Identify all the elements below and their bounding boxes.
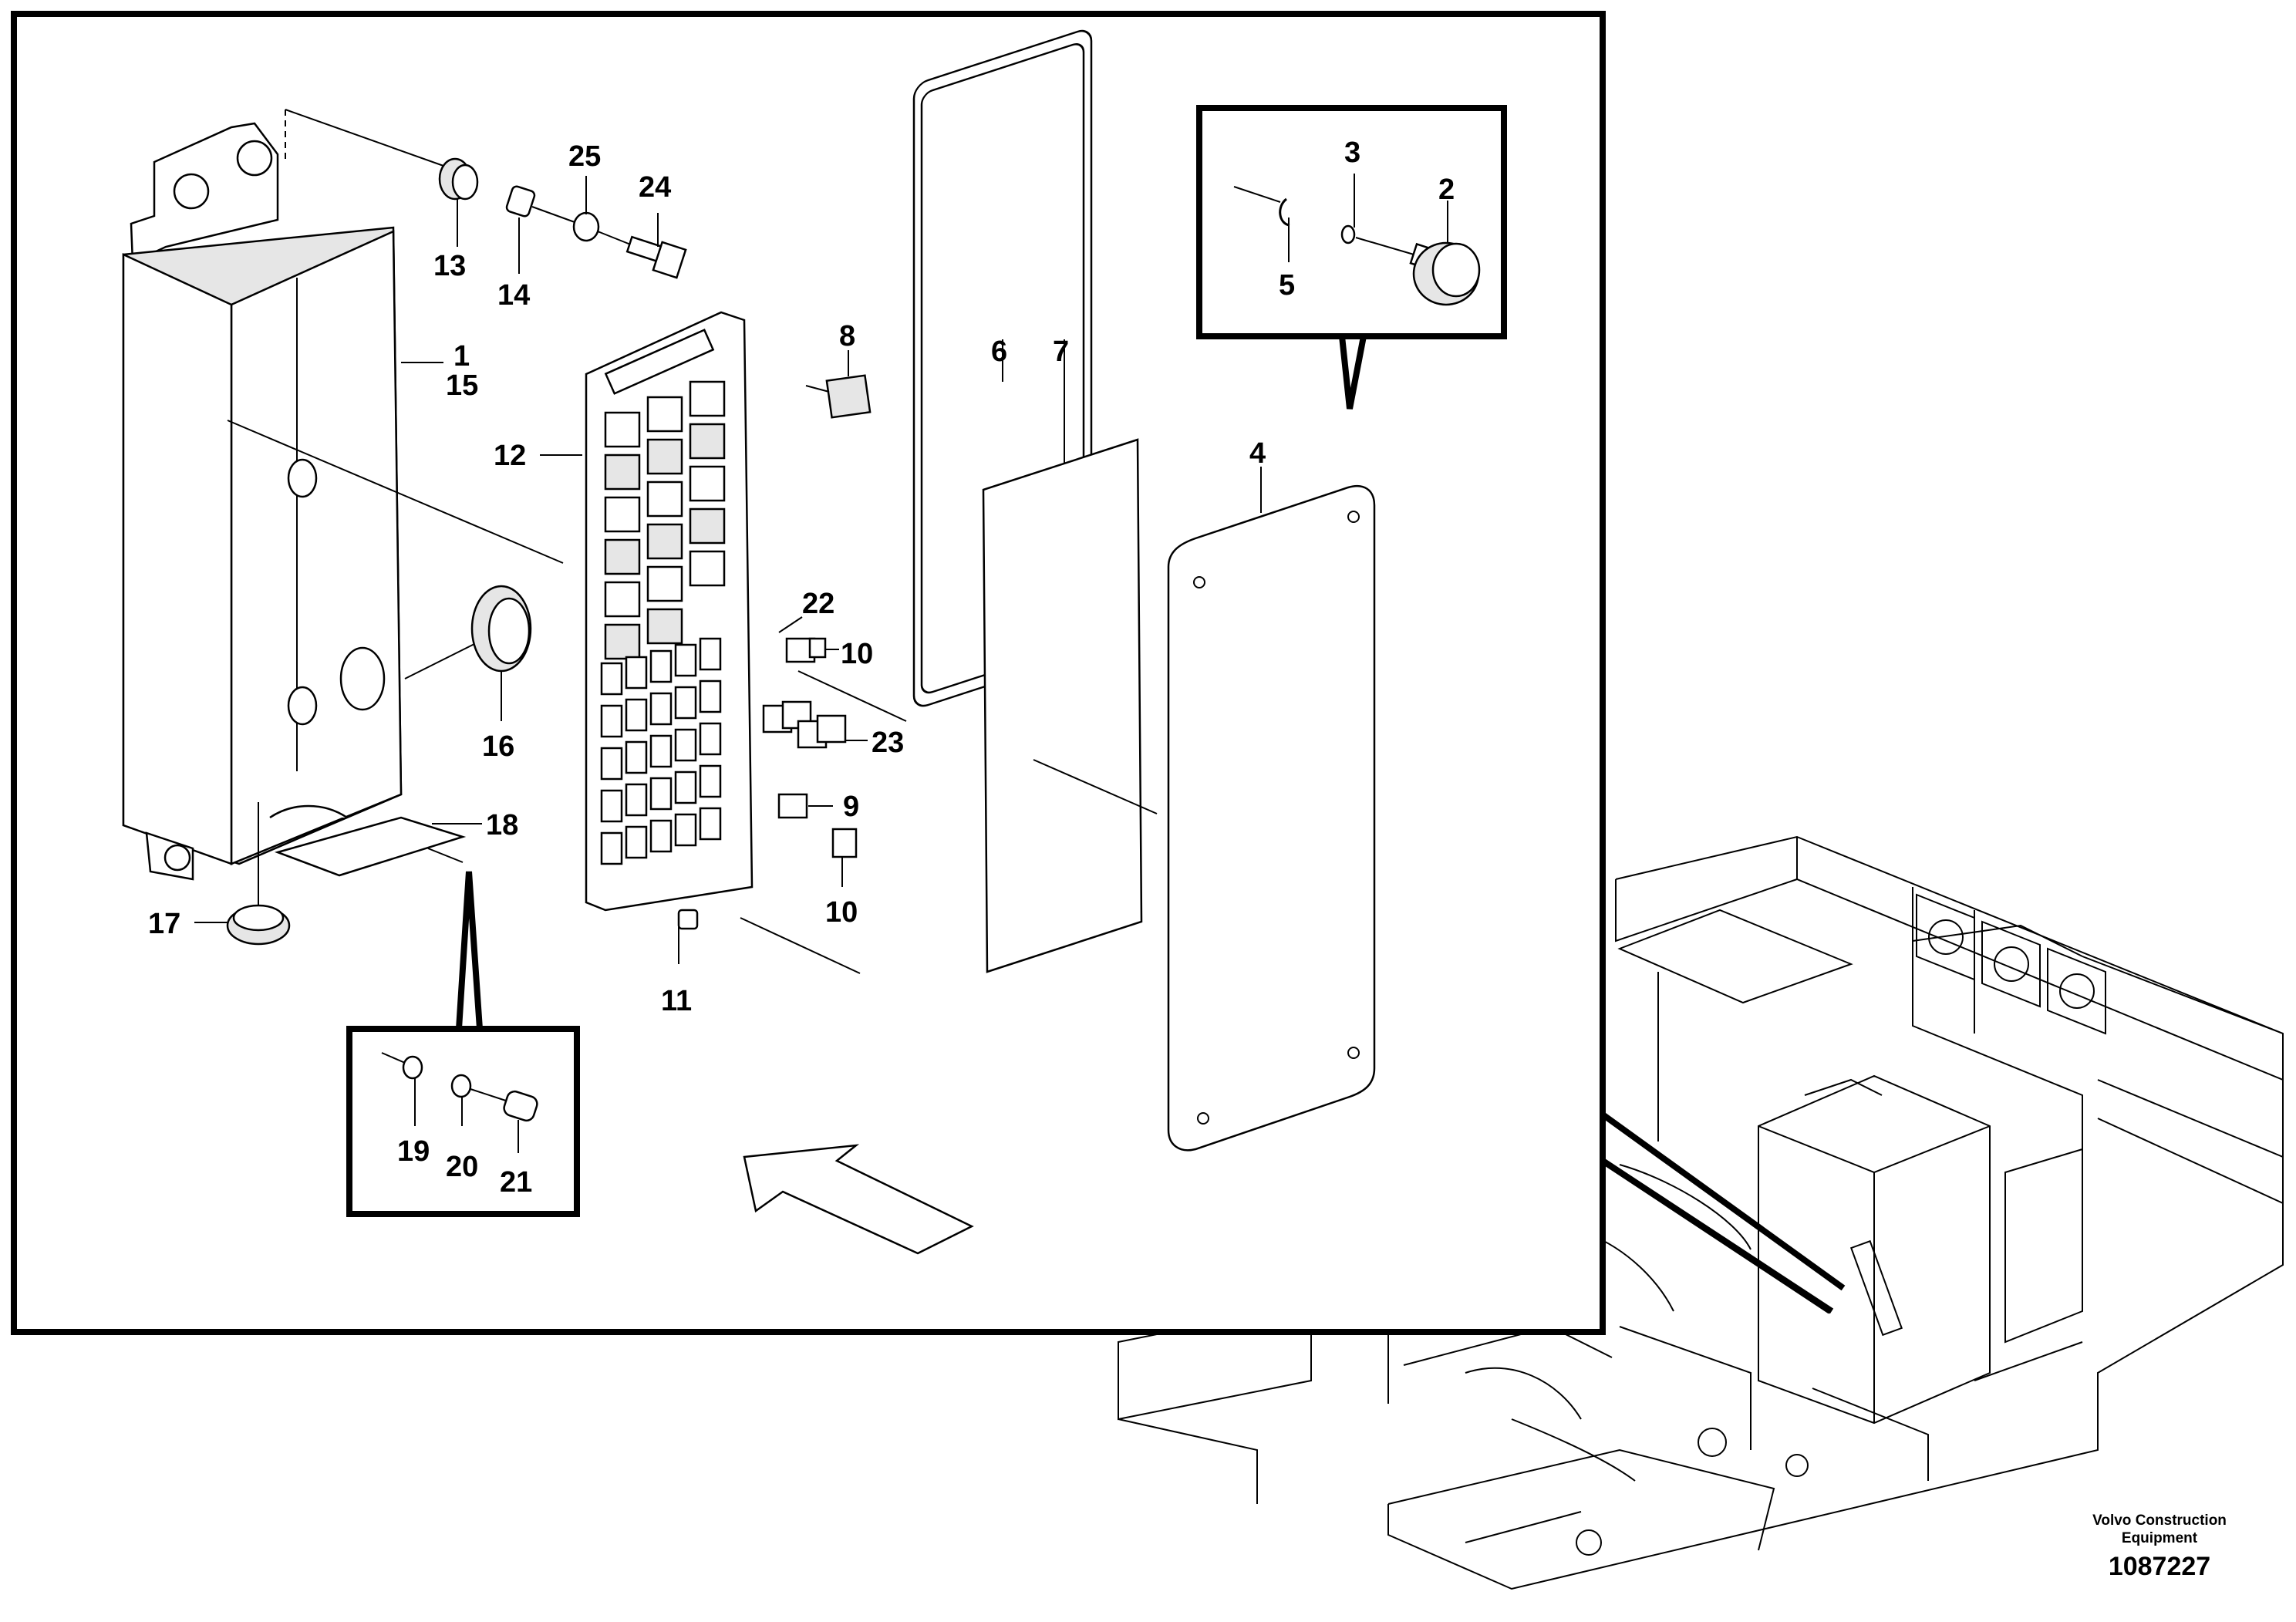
relay-board [585, 311, 754, 912]
cover-4 [1167, 485, 1376, 1152]
relay-block [604, 454, 641, 491]
relay-8 [825, 374, 872, 419]
inset-knob [1196, 105, 1507, 410]
callout-1: 1 [453, 340, 470, 373]
callout-7: 7 [1053, 336, 1069, 368]
relay-block [689, 465, 726, 502]
label-7 [982, 438, 1143, 973]
callout-23: 23 [872, 727, 904, 759]
brand-line-2: Equipment [2122, 1530, 2198, 1546]
fuse-slot [699, 679, 722, 713]
fuse-slot [625, 656, 648, 690]
detail-pointer [1600, 1158, 1834, 1314]
callout-9: 9 [843, 791, 859, 823]
fuse-slot [625, 698, 648, 732]
relay-block [604, 623, 641, 660]
fuse-slot [699, 637, 722, 671]
relay-block [604, 538, 641, 575]
fuse-slot [699, 764, 722, 798]
bolt-assembly [438, 157, 687, 279]
fuse-slot [600, 831, 623, 865]
callout-20: 20 [446, 1151, 478, 1183]
fuse-slot [649, 819, 673, 853]
callout-24: 24 [639, 171, 671, 204]
callout-2: 2 [1438, 174, 1455, 206]
fuses [762, 637, 868, 887]
callout-18: 18 [486, 809, 518, 841]
fuse-slot [600, 704, 623, 738]
fuse-slot [625, 783, 648, 817]
relay-block [689, 380, 726, 417]
fuse-slot [699, 722, 722, 756]
callout-21: 21 [500, 1166, 532, 1199]
relay-block [689, 423, 726, 460]
fuse-slot [649, 692, 673, 726]
fuse-slot [674, 643, 697, 677]
callout-17: 17 [148, 908, 180, 940]
callout-14: 14 [497, 279, 530, 312]
fuse-box-housing [122, 122, 403, 881]
relay-block [646, 608, 683, 645]
callout-13: 13 [433, 250, 466, 282]
bracket-18 [274, 816, 467, 877]
fuse-slot [649, 649, 673, 683]
fuse-slot [674, 771, 697, 804]
brand-line-1: Volvo Construction [2092, 1512, 2227, 1529]
relay-block [646, 523, 683, 560]
fuse-slot [600, 662, 623, 696]
callout-labels: 1 15 2 3 4 5 6 7 8 9 10 10 11 12 13 14 1… [148, 137, 1455, 1199]
fuse-slot [600, 789, 623, 823]
relay-block [646, 438, 683, 475]
fuse-slot [600, 747, 623, 781]
relay-block [646, 481, 683, 518]
relay-block [646, 565, 683, 602]
callout-10a: 10 [841, 638, 873, 670]
relay-block [689, 508, 726, 545]
relay-block [604, 581, 641, 618]
callout-5: 5 [1279, 269, 1295, 302]
relay-block [689, 550, 726, 587]
callout-12: 12 [494, 440, 526, 472]
callout-15: 15 [446, 369, 478, 402]
fuse-slot [674, 813, 697, 847]
callout-3: 3 [1344, 137, 1360, 169]
fuse-slot [625, 825, 648, 859]
callout-10b: 10 [825, 896, 858, 929]
fuse-slot [674, 728, 697, 762]
relay-block [604, 411, 641, 448]
callout-19: 19 [397, 1135, 430, 1168]
callout-11: 11 [661, 985, 692, 1017]
callout-6: 6 [991, 336, 1007, 368]
inset-screws [346, 871, 580, 1217]
document-number: 1087227 [2109, 1552, 2210, 1581]
view-direction-arrow [743, 1144, 974, 1255]
fuse-slot [674, 686, 697, 720]
callout-8: 8 [839, 320, 855, 352]
callout-16: 16 [482, 730, 514, 763]
callout-22: 22 [802, 588, 834, 620]
fuse-slot [649, 734, 673, 768]
fuse-slot [649, 777, 673, 811]
callout-4: 4 [1249, 437, 1266, 470]
fuse-slot [625, 740, 648, 774]
fuse-slot [699, 807, 722, 841]
relay-block [604, 496, 641, 533]
relay-block [646, 396, 683, 433]
callout-25: 25 [568, 140, 601, 173]
